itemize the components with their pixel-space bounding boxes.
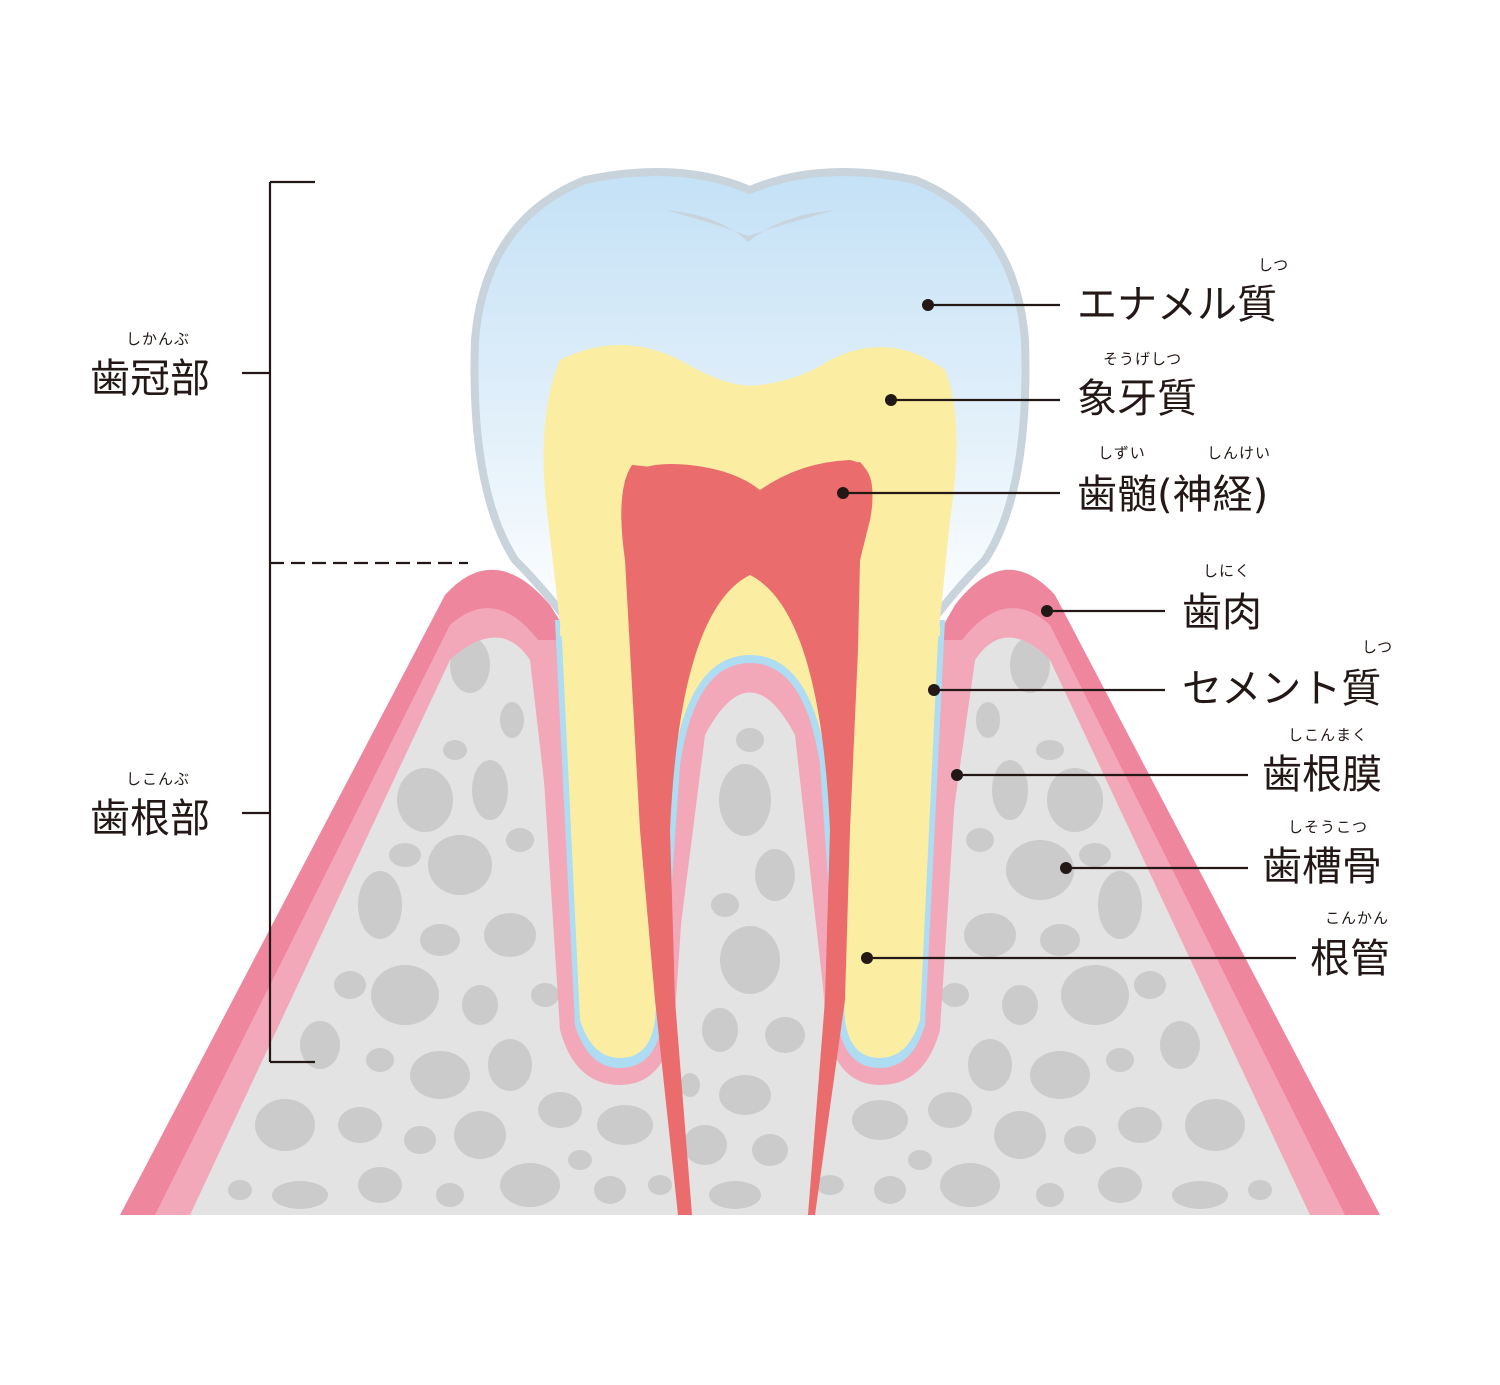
canal-reading: こんかん — [1325, 909, 1389, 927]
gum-reading: しにく — [1203, 562, 1251, 580]
leader-lines — [837, 299, 1296, 964]
root-region-label: 歯根部 — [90, 796, 210, 842]
enamel-reading: しつ — [1258, 256, 1289, 274]
pulp-reading: しずい — [1098, 444, 1146, 462]
nerve-reading: しんけい — [1207, 444, 1271, 462]
bone-reading: しそうこつ — [1288, 818, 1368, 836]
canal-label: 根管 — [1310, 936, 1390, 982]
cementum-label: セメント質 — [1182, 666, 1381, 712]
dentin-label: 象牙質 — [1077, 376, 1197, 422]
root-region-reading: しこんぶ — [126, 770, 190, 788]
bone-pores — [228, 637, 1272, 1209]
region-bracket — [242, 180, 468, 1064]
dentin-reading: そうげしつ — [1103, 350, 1182, 368]
pulp-chamber-top — [625, 460, 873, 560]
pulp-shape — [621, 462, 873, 1215]
pdl-reading: しこんまく — [1288, 726, 1368, 744]
crown-region-reading: しかんぶ — [126, 330, 190, 348]
crown-region-label: 歯冠部 — [90, 356, 210, 402]
cementum-reading: しつ — [1362, 638, 1393, 656]
bone-label: 歯槽骨 — [1262, 844, 1382, 890]
gum-label: 歯肉 — [1182, 590, 1262, 636]
enamel-label: エナメル質 — [1077, 282, 1277, 328]
fissure-line — [665, 210, 835, 242]
pdl-label: 歯根膜 — [1262, 752, 1382, 798]
pulp-label: 歯髄(神経) — [1077, 472, 1268, 518]
